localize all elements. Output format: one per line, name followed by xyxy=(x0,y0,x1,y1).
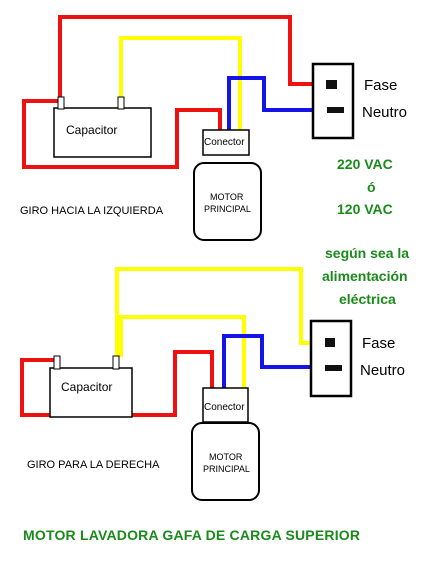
voltage-220: 220 VAC xyxy=(337,156,393,172)
supply-note-2: alimentación xyxy=(322,268,408,284)
top-connector xyxy=(202,129,250,156)
bottom-capacitor xyxy=(49,367,133,418)
top-motor-label-1: MOTOR xyxy=(210,192,244,202)
top-outlet-slot-phase xyxy=(326,80,337,89)
bottom-capacitor-terminal-left xyxy=(53,355,61,370)
bottom-motor-label-1: MOTOR xyxy=(209,452,243,462)
bottom-neutral-label: Neutro xyxy=(360,362,406,379)
bottom-motor-label-2: PRINCIPAL xyxy=(203,464,250,474)
top-capacitor-label: Capacitor xyxy=(66,123,118,137)
top-capacitor-terminal-right xyxy=(117,96,125,110)
bottom-rotation-label: GIRO PARA LA DERECHA xyxy=(27,459,160,471)
top-blue-wire-neutral xyxy=(227,76,332,131)
top-motor xyxy=(193,162,262,241)
bottom-phase-label: Fase xyxy=(362,335,396,352)
bottom-capacitor-label: Capacitor xyxy=(61,380,113,394)
top-red-wire-connector xyxy=(22,99,222,169)
footer-title: MOTOR LAVADORA GAFA DE CARGA SUPERIOR xyxy=(23,527,361,543)
bottom-yellow-wire-connector xyxy=(119,315,246,389)
top-yellow-wire xyxy=(119,36,242,131)
top-capacitor-terminal-left xyxy=(57,96,65,110)
top-red-wire-phase xyxy=(58,15,332,100)
bottom-blue-wire-neutral xyxy=(222,334,330,389)
supply-note-3: eléctrica xyxy=(339,291,396,307)
bottom-capacitor-terminal-right xyxy=(112,355,120,370)
top-motor-label-2: PRINCIPAL xyxy=(204,204,251,214)
bottom-red-wire-connector xyxy=(20,350,214,417)
bottom-outlet-slot-phase xyxy=(325,338,335,347)
top-connector-label: Conector xyxy=(204,137,245,148)
top-phase-label: Fase xyxy=(364,77,398,94)
voltage-or: ó xyxy=(367,179,376,195)
top-capacitor xyxy=(53,107,152,158)
top-rotation-label: GIRO HACIA LA IZQUIERDA xyxy=(20,205,164,217)
top-neutral-label: Neutro xyxy=(362,104,408,121)
top-outlet xyxy=(311,62,355,140)
top-outlet-slot-neutral xyxy=(327,107,344,113)
bottom-outlet-slot-neutral xyxy=(325,365,342,371)
bottom-connector-label: Conector xyxy=(204,402,245,413)
supply-note-1: según sea la xyxy=(325,245,410,261)
bottom-connector xyxy=(202,387,249,423)
bottom-outlet xyxy=(309,319,353,398)
bottom-motor xyxy=(191,422,260,501)
voltage-120: 120 VAC xyxy=(337,201,393,217)
